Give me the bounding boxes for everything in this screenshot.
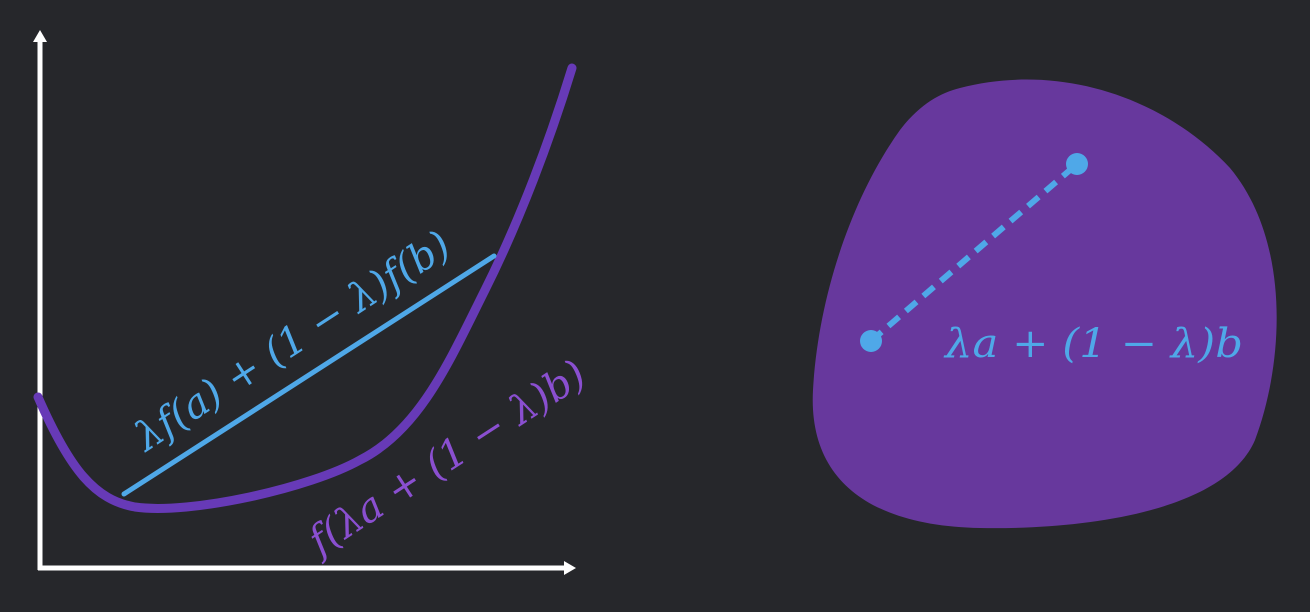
secant-chord-line (121, 253, 497, 497)
convex-function-curve (33, 63, 577, 513)
curve-label: f(λa + (1 − λ)b) (298, 351, 595, 566)
point-a-dot (860, 330, 882, 352)
x-axis-arrowhead-icon (564, 561, 576, 575)
segment-label: λa + (1 − λ)b (943, 321, 1243, 367)
y-axis-arrowhead-icon (33, 30, 47, 42)
convex-set-blob (812, 79, 1277, 529)
convex-set-panel: λa + (1 − λ)b (812, 79, 1277, 529)
point-b-dot (1066, 153, 1088, 175)
convex-function-panel: λf(a) + (1 − λ)f(b) f(λa + (1 − λ)b) (33, 30, 594, 575)
